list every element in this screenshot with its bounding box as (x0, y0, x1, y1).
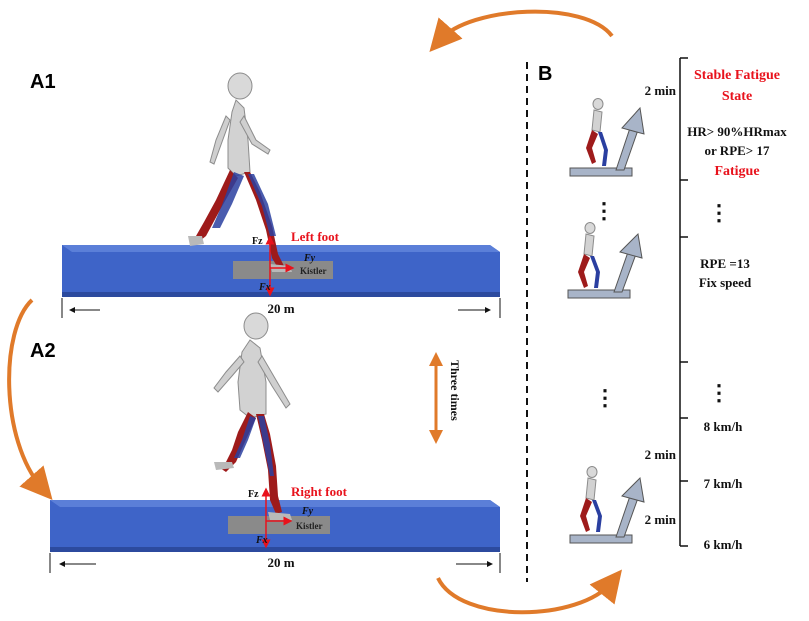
speed-6-label: 6 km/h (704, 537, 743, 552)
stable-fatigue-line2: State (722, 89, 752, 104)
force-vectors-a1 (265, 235, 295, 297)
distance-label-a2: 20 m (267, 555, 294, 570)
curved-arrow-top (429, 9, 614, 52)
speed-7-label: 7 km/h (704, 476, 743, 491)
curved-arrow-bottom (436, 569, 623, 615)
force-plate-label-a1: Kistler (300, 266, 327, 276)
fix-speed-label: Fix speed (699, 275, 752, 290)
three-times-arrow (429, 352, 443, 444)
skeleton-runner-a2 (213, 312, 292, 520)
foot-label-a2: Right foot (291, 484, 348, 499)
force-fz-label-a2: Fz (248, 489, 259, 500)
curved-arrow-left (7, 298, 53, 501)
treadmill-runner-3 (569, 466, 645, 544)
panel-label-a2: A2 (30, 340, 56, 362)
time-label-bottom: 2 min (645, 512, 677, 527)
timeline-axis (679, 57, 688, 547)
time-label-mid: 2 min (645, 447, 677, 462)
force-fy-label-a1: Fy (303, 253, 316, 264)
fatigue-label: Fatigue (714, 164, 759, 179)
ellipsis-treadmill-2: ⋮ (594, 385, 616, 410)
force-fx-label-a2: Fx (255, 535, 268, 546)
speed-8-label: 8 km/h (704, 419, 743, 434)
force-fz-label-a1: Fz (252, 236, 263, 247)
ellipsis-timeline-2: ⋮ (708, 380, 730, 405)
force-fx-label-a1: Fx (258, 282, 271, 293)
treadmill-runner-2 (567, 222, 643, 299)
stable-fatigue-line1: Stable Fatigue (694, 68, 780, 83)
three-times-label: Three times (448, 360, 462, 421)
panel-label-b: B (538, 63, 552, 85)
force-plate-a2 (228, 516, 330, 534)
force-fy-label-a2: Fy (301, 506, 314, 517)
force-vectors-a2 (261, 487, 293, 549)
ellipsis-treadmill-1: ⋮ (593, 198, 615, 223)
force-plate-label-a2: Kistler (296, 521, 323, 531)
time-label-top: 2 min (645, 83, 677, 98)
rpe-label: RPE =13 (700, 256, 750, 271)
criteria-line2: or RPE> 17 (705, 143, 770, 158)
runway-a2: Kistler (50, 500, 500, 552)
panel-label-a1: A1 (30, 71, 56, 93)
distance-label-a1: 20 m (267, 301, 294, 316)
criteria-line1: HR> 90%HRmax (687, 124, 787, 139)
skeleton-runner-a1 (188, 72, 292, 272)
foot-label-a1: Left foot (291, 229, 340, 244)
ellipsis-timeline-1: ⋮ (708, 200, 730, 225)
treadmill-runner-1 (569, 98, 645, 177)
